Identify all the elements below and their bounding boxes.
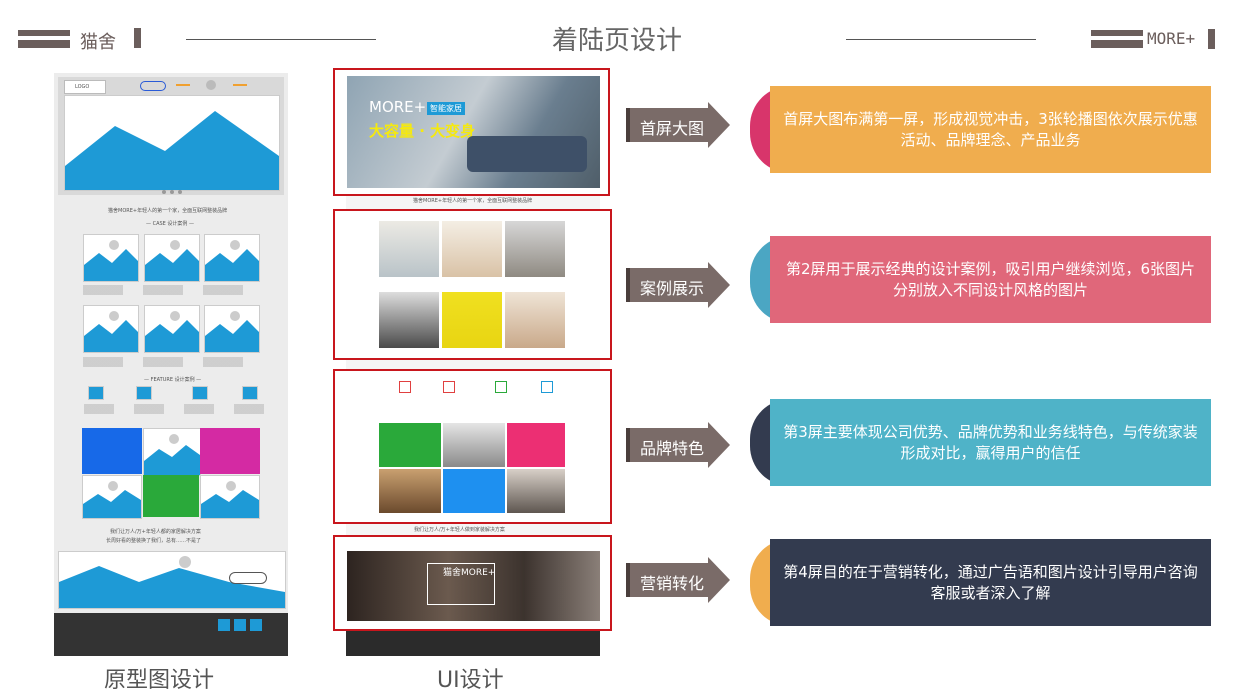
ui-hero-sofa bbox=[467, 136, 587, 172]
proto-case-image bbox=[144, 234, 200, 282]
proto-tile-blue bbox=[82, 428, 142, 474]
prototype-label: 原型图设计 bbox=[104, 668, 215, 693]
proto-footer-text-2: 长周好看的整装换了我们，总有……不是了 bbox=[106, 538, 202, 544]
ui-feature-photo bbox=[507, 469, 565, 513]
proto-case-image bbox=[144, 305, 200, 353]
proto-nav-item bbox=[176, 84, 190, 86]
ui-marketing-frame bbox=[427, 563, 495, 605]
header-right-bar-top bbox=[1091, 30, 1143, 36]
ui-hero-caption: 猫舍MORE+年轻人的第一个家，全面互联网整装品牌 bbox=[413, 198, 533, 204]
proto-tile-image bbox=[200, 475, 260, 519]
proto-avatar bbox=[206, 80, 216, 90]
proto-case-caption bbox=[83, 357, 259, 367]
proto-footer-text-1: 我们让万人/万+年轻人都的家居解决方案 bbox=[110, 529, 201, 535]
ui-label: UI设计 bbox=[437, 668, 504, 693]
header-left-rule bbox=[186, 39, 376, 40]
card-text: 第2屏用于展示经典的设计案例，吸引用户继续浏览，6张图片分别放入不同设计风格的图… bbox=[785, 259, 1196, 299]
card-text: 首屏大图布满第一屏，形成视觉冲击，3张轮播图依次展示优惠活动、品牌理念、产品业务 bbox=[783, 109, 1198, 149]
ui-feature-icons bbox=[395, 381, 555, 395]
ui-case-screen bbox=[333, 209, 612, 360]
ui-case-photo bbox=[379, 221, 439, 277]
header-right-bar-bottom bbox=[1091, 40, 1143, 48]
header-right-rule bbox=[846, 39, 1036, 40]
proto-case-image bbox=[83, 305, 139, 353]
proto-banner-button bbox=[229, 572, 267, 584]
header-left-bar-bottom bbox=[18, 40, 70, 48]
proto-case-image bbox=[204, 234, 260, 282]
ui-case-photo bbox=[379, 292, 439, 348]
card-text: 第4屏目的在于营销转化，通过广告语和图片设计引导用户咨询客服或者深入了解 bbox=[783, 562, 1198, 602]
proto-logo: LOGO bbox=[75, 84, 90, 90]
proto-footer bbox=[54, 613, 288, 656]
description-card-brand: 第3屏主要体现公司优势、品牌优势和业务线特色，与传统家装形成对比，赢得用户的信任 bbox=[750, 399, 1211, 486]
ui-case-photo bbox=[442, 292, 502, 348]
description-card-hero: 首屏大图布满第一屏，形成视觉冲击，3张轮播图依次展示优惠活动、品牌理念、产品业务 bbox=[750, 86, 1211, 173]
ui-hero-tag: 智能家居 bbox=[427, 102, 465, 115]
header-right-brand: MORE+ bbox=[1147, 29, 1196, 48]
ui-feature-screen bbox=[333, 369, 612, 524]
description-card-cases: 第2屏用于展示经典的设计案例，吸引用户继续浏览，6张图片分别放入不同设计风格的图… bbox=[750, 236, 1211, 323]
ui-marketing-photo: 猫舍MORE+ bbox=[347, 551, 600, 621]
header-left-bar-top bbox=[18, 30, 70, 36]
ui-marketing-text: 猫舍MORE+ bbox=[443, 568, 496, 578]
proto-tile-green bbox=[143, 475, 199, 517]
ui-feature-caption: 我们让万人/万+年轻人做到家装解决方案 bbox=[414, 527, 505, 533]
proto-feature-title: — FEATURE 设计案例 — bbox=[144, 377, 202, 383]
prototype-wireframe: LOGO 猫舍MORE+年轻人的第一个家，全面互联网整装品牌 — CASE 设计… bbox=[54, 73, 288, 656]
header-left-brand: 猫舍 bbox=[80, 32, 116, 53]
proto-nav-item bbox=[233, 84, 247, 86]
header-right-marker bbox=[1208, 29, 1215, 49]
header-left-marker bbox=[134, 28, 141, 48]
proto-case-title: — CASE 设计案例 — bbox=[146, 221, 195, 227]
ui-feature-pink bbox=[507, 423, 565, 467]
proto-hero-image bbox=[64, 95, 280, 191]
proto-feature-icons bbox=[84, 386, 264, 416]
proto-logo-box: LOGO bbox=[64, 80, 106, 94]
proto-bottom-banner bbox=[58, 551, 286, 609]
ui-marketing-screen: 猫舍MORE+ bbox=[333, 535, 612, 631]
ui-case-photo bbox=[442, 221, 502, 277]
proto-tile-magenta bbox=[200, 428, 260, 474]
proto-nav-pill bbox=[140, 81, 166, 91]
ui-hero-screen: MORE+ 智能家居 大容量 · 大变身 bbox=[333, 68, 610, 196]
ui-hero-headline: 大容量 · 大变身 bbox=[369, 122, 476, 140]
ui-feature-photo bbox=[443, 423, 505, 467]
ui-feature-photo bbox=[379, 469, 441, 513]
proto-carousel-dots bbox=[162, 190, 192, 194]
proto-tile-image bbox=[82, 475, 142, 519]
description-card-marketing: 第4屏目的在于营销转化，通过广告语和图片设计引导用户咨询客服或者深入了解 bbox=[750, 539, 1211, 626]
ui-case-photo bbox=[505, 221, 565, 277]
ui-hero-photo: MORE+ 智能家居 大容量 · 大变身 bbox=[347, 76, 600, 188]
page-title: 着陆页设计 bbox=[551, 26, 682, 56]
proto-case-caption bbox=[83, 285, 259, 295]
ui-footer-bar bbox=[346, 631, 600, 656]
proto-case-image bbox=[204, 305, 260, 353]
ui-feature-green bbox=[379, 423, 441, 467]
proto-tile-image bbox=[143, 428, 201, 476]
proto-section-title: 猫舍MORE+年轻人的第一个家，全面互联网整装品牌 bbox=[108, 208, 228, 214]
ui-feature-blue bbox=[443, 469, 505, 513]
ui-hero-brand: MORE+ bbox=[369, 98, 427, 116]
card-text: 第3屏主要体现公司优势、品牌优势和业务线特色，与传统家装形成对比，赢得用户的信任 bbox=[783, 422, 1198, 462]
proto-hero: LOGO bbox=[58, 77, 284, 195]
ui-case-photo bbox=[505, 292, 565, 348]
proto-case-image bbox=[83, 234, 139, 282]
